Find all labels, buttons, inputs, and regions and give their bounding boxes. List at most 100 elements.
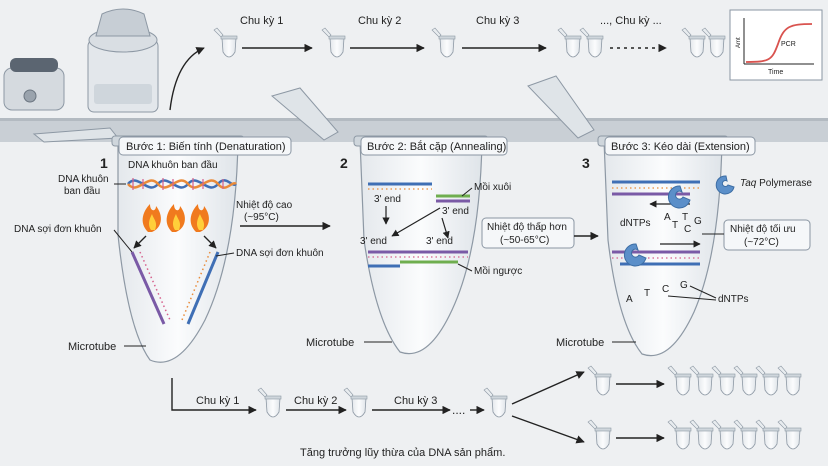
- step1-title-box: [118, 136, 292, 156]
- step2-number: 2: [340, 155, 348, 171]
- pointer-line: [215, 252, 235, 257]
- polymerase-enzyme-icon: [668, 185, 691, 209]
- transition2-box: [481, 217, 575, 249]
- single-strand-right: [181, 251, 220, 325]
- primer-forward: [436, 194, 470, 203]
- small-tube-icon: [733, 365, 758, 396]
- branch-arrow: [511, 415, 585, 444]
- small-tube-icon: [755, 419, 780, 450]
- single-strand-left: [130, 251, 171, 325]
- small-tube-icon: [431, 27, 456, 58]
- bottom-dots: ....: [452, 403, 465, 417]
- small-tube-icon: [321, 27, 346, 58]
- base-letter: T: [672, 220, 678, 231]
- top-cycle-label: Chu kỳ 1: [240, 15, 283, 27]
- small-tube-icon: [689, 419, 714, 450]
- small-tube-icon: [701, 27, 726, 58]
- base-letter: G: [694, 216, 702, 227]
- pcr-curve: [745, 23, 813, 63]
- double-helix-dna: [127, 178, 237, 190]
- base-letter: A: [664, 212, 671, 223]
- top-cycle-label: Chu kỳ 3: [476, 15, 519, 27]
- small-tube-icon: [777, 419, 802, 450]
- transition3-line1: Nhiệt độ tối ưu: [730, 223, 796, 235]
- small-tube-icon: [733, 419, 758, 450]
- bottom-cycle-label: Chu kỳ 2: [294, 395, 337, 407]
- step1-title: Bước 1: Biến tính (Denaturation): [126, 141, 286, 153]
- base-letter: G: [680, 280, 688, 291]
- top-cycle-label: Chu kỳ 2: [358, 15, 401, 27]
- step3-title: Bước 3: Kéo dài (Extension): [611, 141, 750, 153]
- small-tube-icon: [711, 365, 736, 396]
- bottom-cycle-label: Chu kỳ 3: [394, 395, 437, 407]
- step2-title: Bước 2: Bắt cặp (Annealing): [367, 140, 506, 153]
- extension-strand-top: [612, 180, 700, 196]
- pointer-line: [457, 263, 473, 272]
- primer-reverse: [368, 260, 458, 268]
- dntps-top-label: dNTPs: [620, 218, 651, 229]
- tube2-label: Microtube: [306, 337, 354, 349]
- base-letter: C: [684, 224, 691, 235]
- transition3-box: [723, 219, 811, 251]
- small-tube-icon: [587, 365, 612, 396]
- dna-template-label: DNA khuôn ban đầu: [128, 159, 218, 171]
- tube3-label: Microtube: [556, 337, 604, 349]
- small-tube-icon: [755, 365, 780, 396]
- vortex-mixer-icon: [3, 58, 65, 111]
- transition2-line2: (~50-65°C): [500, 235, 549, 246]
- step3-number: 3: [582, 155, 590, 171]
- pointer-line: [113, 229, 133, 253]
- end-label: 3' end: [442, 206, 469, 217]
- bottom-caption: Tăng trưởng lũy thừa của DNA sản phẩm.: [300, 447, 505, 459]
- shelf-edge: [0, 118, 828, 121]
- annealing-arrow: [391, 207, 441, 237]
- small-tube-icon: [711, 419, 736, 450]
- small-tube-icon: [777, 365, 802, 396]
- base-letter: T: [682, 212, 688, 223]
- base-letter: C: [662, 284, 669, 295]
- tube-lid: [527, 75, 595, 139]
- bottom-cycle-label: Chu kỳ 1: [196, 395, 239, 407]
- flame-icon: [190, 204, 209, 232]
- transition3-line2: (~72°C): [744, 237, 779, 248]
- chart-title: PCR: [781, 41, 796, 48]
- polymerase-label: Taq Polymerase: [740, 178, 812, 189]
- tube1-label: Microtube: [68, 341, 116, 353]
- small-tube-icon: [681, 27, 706, 58]
- separation-arrow: [133, 235, 147, 249]
- polymerase-label-rest: Polymerase: [756, 178, 812, 189]
- separation-arrow: [203, 235, 217, 249]
- small-tube-icon: [557, 27, 582, 58]
- chart-ylabel: Amt: [736, 37, 742, 48]
- centrifuge-icon: [87, 8, 159, 113]
- dna-left-label-line2: ban đầu: [64, 185, 100, 197]
- pointer-line: [667, 295, 717, 301]
- pointer-line: [461, 187, 473, 197]
- single-strand-right-label: DNA sợi đơn khuôn: [236, 248, 324, 259]
- branch-arrow: [511, 371, 585, 405]
- polymerase-enzyme-icon: [624, 243, 647, 267]
- step1-number: 1: [100, 155, 108, 171]
- step2-title-box: [360, 136, 508, 156]
- template-strand-top: [368, 182, 432, 190]
- polymerase-label-italic: Taq: [740, 178, 757, 189]
- small-tube-icon: [667, 365, 692, 396]
- small-tube-icon: [343, 387, 368, 418]
- top-cycle-label: ..., Chu kỳ ...: [600, 15, 662, 27]
- pointer-line: [689, 285, 717, 299]
- single-strand-left-label: DNA sợi đơn khuôn: [14, 224, 102, 235]
- primer-reverse-label: Mồi ngược: [474, 265, 522, 277]
- small-tube-icon: [667, 419, 692, 450]
- primer-forward-label: Mồi xuôi: [474, 181, 511, 193]
- flame-icon: [166, 204, 185, 232]
- small-tube-icon: [213, 27, 238, 58]
- flame-icon: [142, 204, 161, 232]
- annealing-arrow: [441, 217, 450, 239]
- small-tube-icon: [587, 419, 612, 450]
- transition1-line1: Nhiệt độ cao: [236, 200, 293, 211]
- small-tube-icon: [579, 27, 604, 58]
- flow-arrow: [169, 47, 205, 111]
- template-strand-bottom: [368, 250, 468, 258]
